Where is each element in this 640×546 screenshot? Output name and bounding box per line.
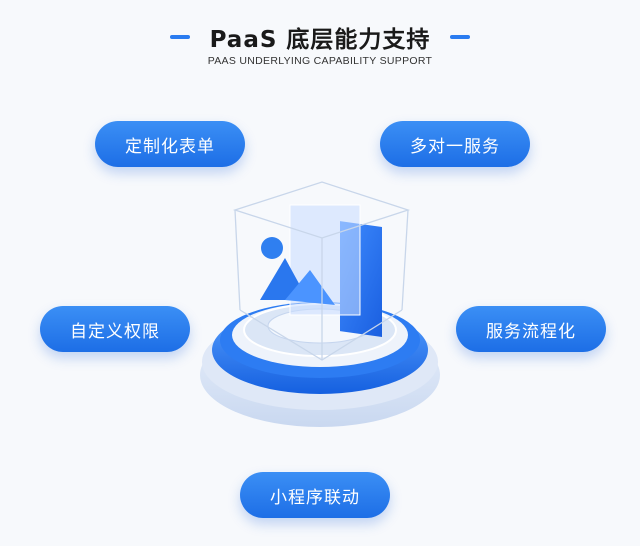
platform-illustration <box>200 181 440 427</box>
feature-custom-permission: 自定义权限 <box>40 306 190 352</box>
title-dash-left <box>169 35 190 39</box>
feature-custom-form: 定制化表单 <box>95 121 245 167</box>
feature-many-to-one-service: 多对一服务 <box>380 121 530 167</box>
page-subtitle: PAAS UNDERLYING CAPABILITY SUPPORT <box>207 55 433 67</box>
header: PaaS 底层能力支持 <box>0 20 640 54</box>
title-dash-right <box>450 35 471 39</box>
feature-mini-program-link: 小程序联动 <box>240 472 390 518</box>
page-title: PaaS 底层能力支持 <box>209 27 431 53</box>
feature-service-process: 服务流程化 <box>456 306 606 352</box>
